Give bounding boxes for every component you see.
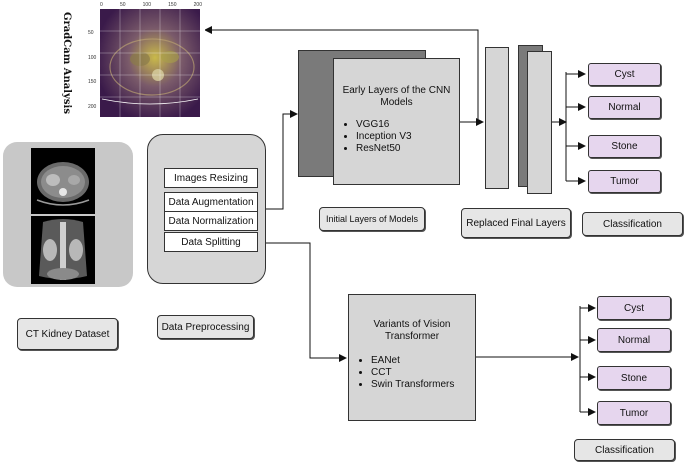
- gradcam-image: 0 50 100 150 200 50 100 150 200: [88, 2, 205, 118]
- gradcam-y-tick: 100: [88, 54, 97, 61]
- gradcam-y-tick: 200: [88, 103, 97, 110]
- ct-coronal-image: [31, 216, 95, 284]
- class-label: Tumor: [619, 407, 649, 419]
- vit-model-item: Swin Transformers: [371, 379, 475, 391]
- class-label: Normal: [608, 102, 641, 113]
- vit-model-item: CCT: [371, 367, 475, 379]
- class-cyst-bottom: Cyst: [597, 296, 671, 320]
- gradcam-title: GradCam Analysis: [60, 6, 84, 116]
- cnn-label: Initial Layers of Models: [319, 207, 425, 231]
- classification-label-text: Classification: [595, 444, 654, 456]
- dataset-label-text: CT Kidney Dataset: [25, 328, 110, 340]
- vit-models-box: Variants of Vision Transformer EANet CCT…: [348, 294, 476, 421]
- cnn-models-box: Early Layers of the CNN Models VGG16 Inc…: [333, 58, 460, 185]
- ct-axial-image: [31, 148, 95, 214]
- class-stone-bottom: Stone: [597, 366, 671, 390]
- gradcam-x-tick: 100: [142, 2, 151, 8]
- cnn-model-item: ResNet50: [356, 143, 459, 155]
- step-images-resizing: Images Resizing: [164, 168, 258, 188]
- cnn-models-list: VGG16 Inception V3 ResNet50: [356, 119, 459, 155]
- class-normal-bottom: Normal: [597, 328, 671, 352]
- vit-models-title: Variants of Vision Transformer: [373, 319, 451, 342]
- class-label: Stone: [620, 372, 648, 384]
- class-tumor-bottom: Tumor: [597, 401, 671, 425]
- class-label: Tumor: [610, 176, 639, 187]
- step-label: Data Normalization: [168, 215, 254, 227]
- gradcam-y-tick: 150: [88, 79, 97, 86]
- final-layer-1: [485, 47, 509, 189]
- class-cyst-top: Cyst: [588, 63, 661, 86]
- step-data-splitting: Data Splitting: [164, 232, 258, 252]
- vit-model-item: EANet: [371, 355, 475, 367]
- arrow-to-cnn: [265, 110, 298, 210]
- step-label: Data Augmentation: [168, 196, 254, 208]
- final-layers-label: Replaced Final Layers: [461, 208, 571, 238]
- classification-label-text: Classification: [603, 218, 662, 230]
- final-layers-label-text: Replaced Final Layers: [466, 217, 566, 229]
- step-label: Images Resizing: [174, 172, 248, 184]
- gradcam-x-ticks: 0 50 100 150 200: [100, 2, 202, 8]
- dataset-label: CT Kidney Dataset: [17, 318, 118, 350]
- class-label: Cyst: [614, 69, 635, 80]
- gradcam-x-tick: 0: [100, 2, 103, 8]
- arrow-to-gradcam: [204, 26, 479, 122]
- gradcam-title-text: GradCam Analysis: [61, 12, 72, 114]
- arrow-to-vit: [265, 242, 347, 362]
- gradcam-x-tick: 150: [168, 2, 177, 8]
- step-label: Data Splitting: [181, 236, 241, 248]
- class-normal-top: Normal: [588, 96, 661, 119]
- cnn-model-item: VGG16: [356, 119, 459, 131]
- class-tumor-top: Tumor: [588, 170, 661, 193]
- gradcam-x-tick: 200: [193, 2, 202, 8]
- class-stone-top: Stone: [588, 135, 661, 158]
- class-label: Stone: [611, 141, 638, 152]
- preprocessing-label: Data Preprocessing: [157, 315, 254, 339]
- classification-label-bottom: Classification: [574, 439, 675, 461]
- gradcam-y-ticks: 50 100 150 200: [88, 30, 96, 110]
- gradcam-x-tick: 50: [119, 2, 126, 8]
- gradcam-y-tick: 50: [88, 30, 94, 36]
- class-label: Cyst: [624, 302, 644, 314]
- step-data-normalization: Data Normalization: [164, 211, 258, 231]
- vit-models-list: EANet CCT Swin Transformers: [371, 355, 475, 391]
- cnn-label-text: Initial Layers of Models: [325, 214, 419, 224]
- class-label: Normal: [617, 334, 651, 346]
- gradcam-heatmap: [100, 9, 200, 117]
- cnn-model-item: Inception V3: [356, 131, 459, 143]
- final-layer-2: [527, 51, 552, 194]
- preprocessing-label-text: Data Preprocessing: [161, 321, 250, 333]
- cnn-models-title: Early Layers of the CNN Models: [342, 85, 451, 108]
- classification-label-top: Classification: [582, 212, 683, 236]
- step-data-augmentation: Data Augmentation: [164, 192, 258, 212]
